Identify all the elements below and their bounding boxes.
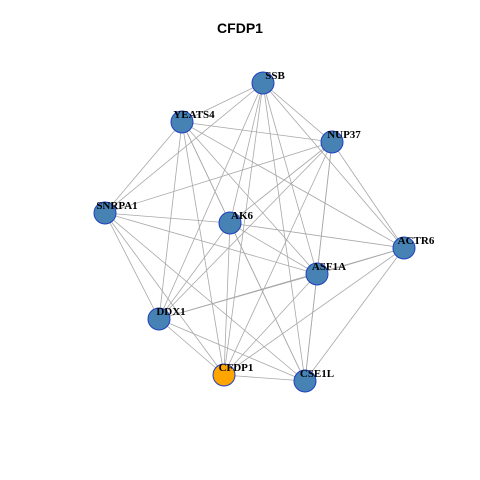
node-label-cfdp1: CFDP1 (219, 362, 254, 374)
edge-yeats4-asf1a (181, 121, 318, 275)
edge-yeats4-actr6 (181, 121, 405, 249)
edge-nup37-ak6 (229, 141, 333, 224)
edge-ssb-yeats4 (181, 82, 264, 123)
node-ak6[interactable] (218, 211, 242, 235)
node-cfdp1[interactable] (212, 363, 236, 387)
edge-cfdp1-cse1l (223, 374, 306, 382)
node-actr6[interactable] (392, 236, 416, 260)
node-label-yeats4: YEATS4 (173, 109, 215, 121)
edge-snrpa1-cfdp1 (104, 212, 225, 376)
edge-ssb-cse1l (262, 82, 306, 382)
edge-ak6-cse1l (229, 222, 306, 382)
node-label-nup37: NUP37 (327, 129, 361, 141)
edge-snrpa1-cse1l (104, 212, 306, 382)
edge-ak6-asf1a (229, 222, 318, 275)
edge-nup37-snrpa1 (104, 141, 333, 214)
edge-ak6-actr6 (229, 222, 405, 249)
node-yeats4[interactable] (170, 110, 194, 134)
edge-actr6-cse1l (304, 247, 405, 382)
edge-snrpa1-ak6 (104, 212, 231, 224)
node-ssb[interactable] (251, 71, 275, 95)
edge-ssb-nup37 (262, 82, 333, 143)
edge-nup37-ddx1 (158, 141, 333, 320)
edge-layer (104, 82, 405, 382)
edge-ddx1-cfdp1 (158, 318, 225, 376)
edge-yeats4-ddx1 (158, 121, 183, 320)
edge-snrpa1-ddx1 (104, 212, 160, 320)
node-cse1l[interactable] (293, 369, 317, 393)
edge-ddx1-cse1l (158, 318, 306, 382)
edge-ssb-snrpa1 (104, 82, 264, 214)
edge-asf1a-cfdp1 (223, 273, 318, 376)
edge-asf1a-ddx1 (158, 273, 318, 320)
node-label-snrpa1: SNRPA1 (96, 200, 137, 212)
node-label-asf1a: ASF1A (312, 261, 346, 273)
edge-ssb-ak6 (229, 82, 264, 224)
node-label-ssb: SSB (265, 70, 285, 82)
edge-ssb-ddx1 (158, 82, 264, 320)
edge-snrpa1-asf1a (104, 212, 318, 275)
edge-nup37-actr6 (331, 141, 405, 249)
edge-yeats4-cfdp1 (181, 121, 225, 376)
edge-yeats4-snrpa1 (104, 121, 183, 214)
edge-ak6-ddx1 (158, 222, 231, 320)
node-label-ddx1: DDX1 (156, 306, 185, 318)
node-label-ak6: AK6 (231, 210, 254, 222)
node-nup37[interactable] (320, 130, 344, 154)
node-layer (93, 71, 416, 393)
graph-title: CFDP1 (217, 20, 263, 36)
node-ddx1[interactable] (147, 307, 171, 331)
edge-asf1a-cse1l (304, 273, 318, 382)
node-asf1a[interactable] (305, 262, 329, 286)
edge-actr6-cfdp1 (223, 247, 405, 376)
edge-ssb-asf1a (262, 82, 318, 275)
node-label-actr6: ACTR6 (398, 235, 435, 247)
node-snrpa1[interactable] (93, 201, 117, 225)
node-label-cse1l: CSE1L (300, 368, 334, 380)
edge-ssb-actr6 (262, 82, 405, 249)
edge-yeats4-nup37 (181, 121, 333, 143)
edge-nup37-cfdp1 (223, 141, 333, 376)
